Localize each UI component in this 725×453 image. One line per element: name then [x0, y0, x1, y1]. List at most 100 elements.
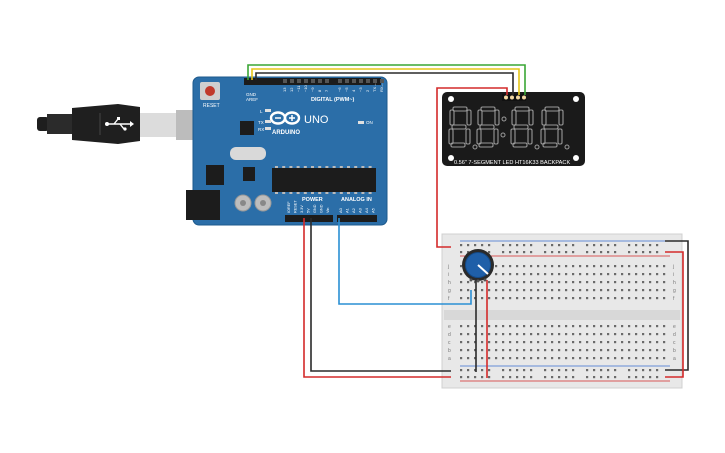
wire-black-display — [255, 72, 514, 95]
segment — [527, 128, 533, 145]
segment — [449, 109, 455, 126]
segment — [479, 124, 495, 130]
power-pin-label: GND — [313, 204, 317, 213]
wire-green — [247, 64, 526, 95]
segment — [511, 109, 517, 126]
usb-cable[interactable] — [37, 104, 198, 144]
usb-icon — [105, 117, 134, 131]
segment — [452, 106, 468, 112]
digital-pin-label: ~5 — [344, 87, 349, 92]
segment — [513, 124, 529, 130]
segment — [544, 106, 560, 112]
wire-black-rail — [665, 240, 689, 371]
segment — [480, 106, 496, 112]
analog-pin-label: A4 — [364, 207, 369, 213]
digital-pin-label: ~9 — [310, 87, 315, 92]
row-letter: d — [673, 332, 676, 338]
power-label: POWER — [302, 197, 323, 203]
segment — [477, 109, 483, 126]
digital-pin-label: ~11 — [296, 85, 301, 92]
on-label: ON — [366, 120, 373, 125]
aref-label: AREF — [246, 97, 258, 102]
segment — [465, 128, 471, 145]
analog-label: ANALOG IN — [341, 197, 372, 203]
row-letter: i — [673, 272, 674, 278]
power-pin-label: GND — [320, 204, 324, 213]
power-pin-label: Vin — [326, 208, 330, 213]
wire-yellow — [251, 68, 520, 95]
analog-header — [337, 215, 377, 222]
row-letter: i — [448, 272, 449, 278]
digital-pin-label: 2 — [365, 89, 370, 92]
potentiometer[interactable] — [462, 249, 494, 283]
gnd-top-label: GND — [246, 92, 257, 97]
row-letter: d — [448, 332, 451, 338]
arduino-logo-icon — [269, 111, 301, 125]
wire-black-gnd — [310, 218, 451, 372]
board-model: UNO — [304, 114, 329, 126]
power-pin-label: 5V — [307, 208, 311, 213]
digital-label: DIGITAL (PWM~) — [311, 97, 355, 103]
power-pin-label: IOREF — [287, 201, 291, 213]
decimal-point — [564, 144, 570, 150]
wire-blue-a0 — [338, 218, 472, 305]
row-letter: e — [448, 324, 451, 330]
segment — [528, 109, 534, 126]
segment — [542, 142, 558, 148]
row-letter: e — [673, 324, 676, 330]
row-letter: j — [672, 264, 674, 270]
display-digits — [448, 106, 570, 150]
wire-red-rail — [665, 251, 684, 378]
row-letter: h — [448, 280, 451, 286]
wire-red-5v — [303, 218, 451, 378]
atmega-chip — [272, 168, 376, 192]
digital-pin-label: ~6 — [337, 87, 342, 92]
wires[interactable] — [247, 64, 689, 378]
row-letter: g — [448, 288, 451, 294]
segment — [478, 142, 494, 148]
arduino-logo-text: ARDUINO — [272, 130, 300, 136]
row-letter: h — [673, 280, 676, 286]
row-letter: f — [673, 296, 675, 302]
digital-pin-label: 7 — [324, 89, 329, 92]
segment — [514, 106, 530, 112]
rx-label: RX — [258, 127, 264, 132]
row-letter: c — [448, 340, 451, 346]
icsp-header — [243, 167, 255, 181]
segment — [448, 128, 454, 145]
row-letter: a — [673, 356, 676, 362]
digital-pin-label: 13 — [282, 87, 287, 92]
digital-pin-label: 8 — [317, 89, 322, 92]
reset-button[interactable] — [200, 82, 220, 100]
analog-pin-label: A0 — [338, 207, 343, 213]
segment — [476, 128, 482, 145]
seven-segment-display[interactable]: 0.56" 7-SEGMENT LED HT16K33 BACKPACK — [442, 92, 585, 166]
power-jack[interactable] — [186, 190, 220, 220]
segment — [494, 109, 500, 126]
row-letter: a — [448, 356, 451, 362]
row-letter: b — [673, 348, 676, 354]
power-header — [285, 215, 333, 222]
breadboard-holes — [460, 244, 666, 379]
knob-indicator — [477, 264, 489, 275]
wire-red-display — [436, 87, 508, 248]
tx-label: TX — [258, 120, 264, 125]
decimal-point — [534, 144, 540, 150]
digital-pin-label: RX←0 — [379, 79, 384, 92]
crystal — [230, 147, 266, 160]
segment — [558, 109, 564, 126]
colon-dot — [500, 132, 506, 138]
analog-pin-label: A5 — [371, 207, 376, 213]
segment — [541, 109, 547, 126]
segment — [493, 128, 499, 145]
analog-pin-label: A1 — [345, 207, 350, 213]
segment — [451, 124, 467, 130]
row-letter: b — [448, 348, 451, 354]
power-pin-label: 3.3V — [300, 205, 304, 213]
